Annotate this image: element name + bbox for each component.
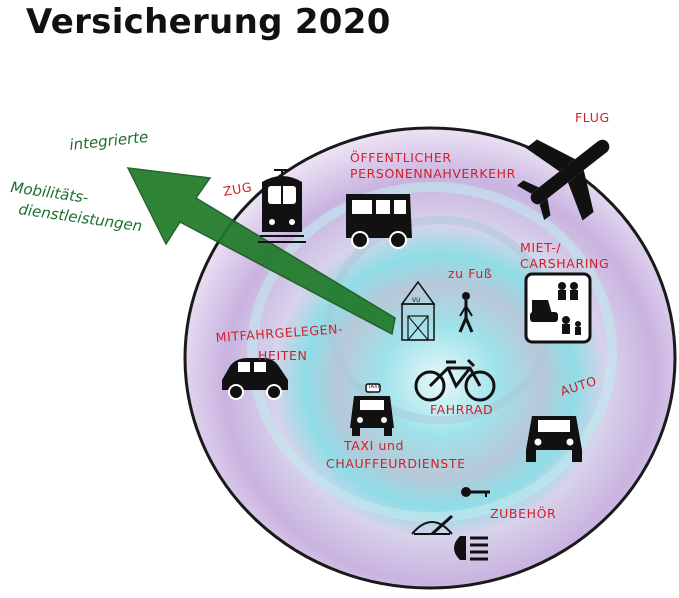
label-zug: ZUG — [222, 179, 253, 199]
wiper-icon — [411, 514, 454, 536]
label-oepnv-line2: PERSONENNAHVERKEHR — [350, 166, 516, 181]
house-sign: VU — [412, 297, 421, 304]
label-zubehoer: ZUBEHÖR — [490, 505, 556, 521]
label-flug: FLUG — [575, 110, 610, 125]
label-oepnv-line1: ÖFFENTLICHER — [350, 149, 452, 165]
walking-person-icon — [458, 292, 474, 333]
label-miet-line2: CARSHARING — [520, 256, 609, 271]
label-mitfahr-line2: HEITEN — [258, 348, 307, 363]
green-arrow — [126, 167, 396, 336]
headlight-icon — [454, 536, 488, 561]
label-taxi-line2: CHAUFFEURDIENSTE — [326, 456, 466, 471]
label-taxi-line1: TAXI und — [343, 438, 404, 453]
middle-ring — [247, 182, 617, 522]
arrow-label-line1: integrierte — [69, 128, 150, 154]
airplane-icon — [517, 139, 610, 221]
taxi-icon — [350, 383, 394, 436]
label-fahrrad: FAHRRAD — [430, 402, 493, 417]
page-title: Versicherung 2020 — [26, 2, 391, 42]
bicycle-icon — [414, 358, 496, 402]
label-miet-line1: MIET-/ — [520, 240, 561, 255]
taxi-sign: TAXI — [367, 384, 379, 390]
car-icon-auto — [526, 416, 582, 462]
key-icon — [461, 487, 490, 497]
carsharing-icon — [524, 272, 592, 344]
bus-icon — [346, 194, 412, 249]
house-icon — [400, 280, 436, 341]
train-icon — [258, 169, 306, 243]
label-zu-fuss: zu Fuß — [448, 266, 492, 281]
car-icon-mitfahr — [222, 358, 288, 400]
